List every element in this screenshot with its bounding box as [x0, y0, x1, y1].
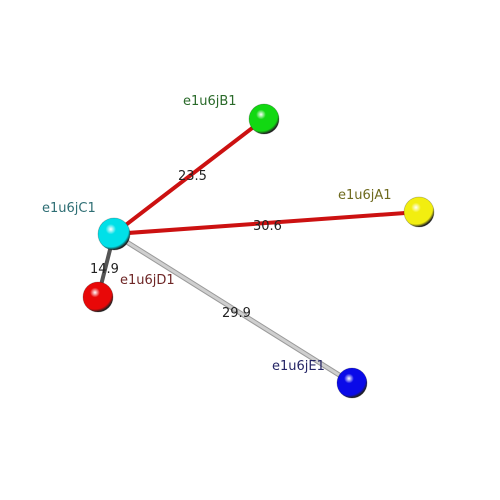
node-label-d1: e1u6jD1 [120, 273, 175, 288]
edge-label-c1-e1: 29.9 [222, 306, 251, 321]
nodes-layer [82, 103, 435, 399]
edge-c1-b1 [112, 117, 266, 236]
edge-labels-layer: 23.5 30.6 14.9 29.9 [90, 169, 282, 321]
edge-label-c1-b1: 23.5 [178, 169, 207, 184]
node-labels-layer: e1u6jC1 e1u6jB1 e1u6jA1 e1u6jD1 e1u6jE1 [42, 94, 392, 374]
node-b1-sphere [248, 103, 280, 135]
edge-label-c1-a1: 30.6 [253, 219, 282, 234]
edges-layer [96, 117, 421, 386]
edge-label-c1-d1: 14.9 [90, 262, 119, 277]
node-label-c1: e1u6jC1 [42, 201, 96, 216]
edge-c1-e1 [112, 232, 354, 385]
node-a1-sphere [403, 196, 435, 228]
node-c1-sphere [97, 217, 131, 251]
node-label-b1: e1u6jB1 [183, 94, 237, 109]
node-e1-sphere [336, 367, 368, 399]
node-label-a1: e1u6jA1 [338, 188, 392, 203]
node-label-e1: e1u6jE1 [272, 359, 325, 374]
edge-c1-a1 [112, 210, 421, 236]
node-d1-sphere [82, 281, 114, 313]
